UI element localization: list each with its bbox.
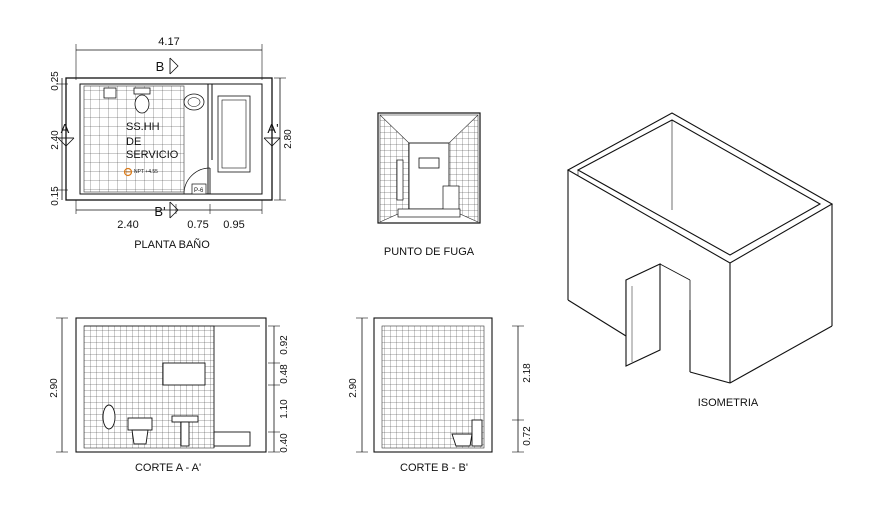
vanishing-view (377, 112, 481, 224)
floor-plan (56, 44, 286, 219)
plan-door-tag: P-6 (194, 188, 204, 194)
plan-dim-left-3: 0.15 (50, 186, 61, 206)
section-aa-d4: 0.40 (279, 433, 290, 453)
sink-plan-icon (183, 93, 205, 111)
section-aa-d2: 0.48 (279, 364, 290, 384)
section-bb-d1: 2.18 (522, 363, 533, 383)
section-aa-height: 2.90 (49, 378, 60, 398)
section-aa-d1: 0.92 (279, 335, 290, 355)
plan-dim-left-1: 0.25 (50, 71, 61, 91)
plan-dim-left-2: 2.40 (50, 130, 61, 150)
door-swing-icon (183, 167, 211, 195)
plan-section-b-label: B (156, 59, 165, 74)
isometric-view (566, 112, 834, 384)
plan-level-note: NPT +4.55 (134, 169, 158, 175)
section-bb-height: 2.90 (348, 378, 359, 398)
section-bb (356, 317, 524, 453)
vanishing-title: PUNTO DE FUGA (384, 246, 475, 258)
toilet-side-icon (471, 419, 483, 447)
shower-tray (217, 95, 251, 173)
mirror-icon (162, 362, 206, 386)
section-aa (56, 317, 280, 453)
plan-section-a2-label: A' (267, 121, 278, 136)
plan-dim-right: 2.80 (283, 129, 294, 149)
plan-title: PLANTA BAÑO (134, 238, 210, 251)
toilet-plan-icon (134, 94, 150, 114)
toilet-elevation-icon (127, 417, 153, 431)
sink-elevation-icon (171, 415, 199, 423)
plan-room-name-1: SS.HH (126, 121, 160, 133)
section-bb-title: CORTE B - B' (400, 462, 468, 474)
urinal-plan-icon (103, 87, 117, 99)
plan-room-name-3: SERVICIO (126, 149, 179, 161)
plan-section-a-label: A (61, 121, 70, 136)
urinal-elevation-icon (102, 404, 116, 430)
plan-dim-a: 2.40 (117, 219, 138, 231)
plan-section-b2-label: B' (154, 204, 165, 219)
section-aa-title: CORTE A - A' (135, 462, 201, 474)
plan-dim-b: 0.75 (187, 219, 208, 231)
tub-elevation-icon (213, 431, 251, 447)
door-leaf (625, 263, 661, 367)
plan-room-name-2: DE (126, 136, 141, 148)
section-bb-d2: 0.72 (522, 426, 533, 446)
section-aa-d3: 1.10 (279, 399, 290, 419)
isometric-title: ISOMETRIA (698, 397, 759, 409)
plan-dim-total: 4.17 (158, 36, 179, 48)
floor-tiles (83, 85, 185, 193)
plan-dim-c: 0.95 (223, 219, 244, 231)
